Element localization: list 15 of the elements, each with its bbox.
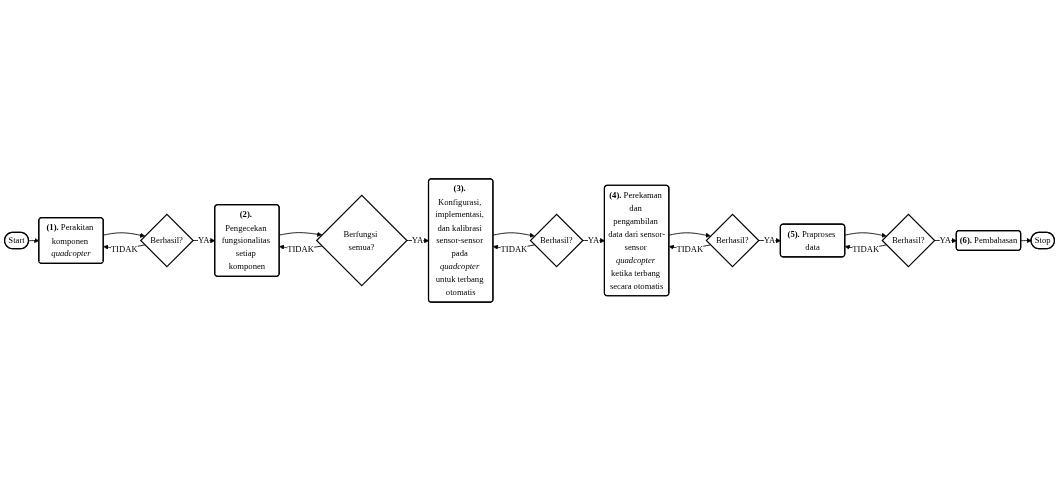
edge-label: TIDAK — [110, 244, 138, 254]
edge-label: YA — [939, 235, 952, 245]
edge-label: TIDAK — [676, 244, 704, 254]
edge-label: TIDAK — [287, 244, 315, 254]
edge-label: YA — [198, 235, 210, 245]
edge-label: YA — [763, 235, 776, 245]
edge-label: TIDAK — [852, 244, 880, 254]
edge-label: YA — [587, 235, 600, 245]
node-diamond — [881, 213, 936, 268]
edge-label: TIDAK — [500, 244, 528, 254]
edge-label: YA — [411, 235, 424, 245]
node-diamond — [315, 194, 408, 287]
node-diamond — [139, 213, 194, 268]
node-diamond — [705, 213, 760, 268]
node-diamond — [529, 213, 584, 268]
